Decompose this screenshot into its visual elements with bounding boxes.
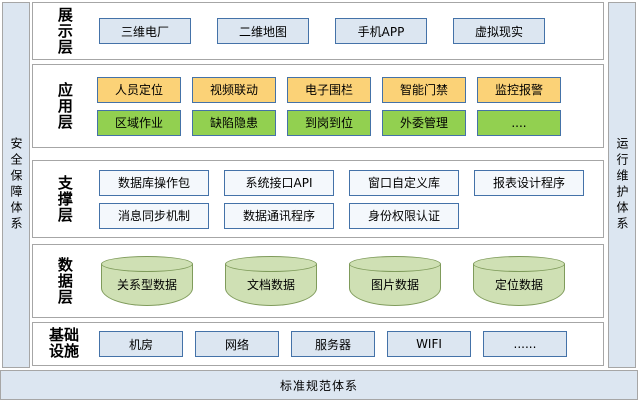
- layer-support-label: 支撑层: [55, 175, 74, 223]
- node-box[interactable]: 二维地图: [217, 18, 309, 44]
- node-row: 机房 网络 服务器 WIFI ......: [95, 331, 597, 357]
- node-box[interactable]: 三维电厂: [99, 18, 191, 44]
- layer-infrastructure-label: 基础 设施: [41, 323, 87, 365]
- layer-presentation-label: 展示层: [55, 7, 74, 55]
- left-side-band-label: 安全保障体系: [9, 137, 23, 233]
- node-box[interactable]: ......: [483, 331, 567, 357]
- node-row: 人员定位 视频联动 电子围栏 智能门禁 监控报警: [95, 76, 597, 103]
- node-row: 消息同步机制 数据通讯程序 身份权限认证: [95, 202, 597, 229]
- right-side-band: 运行维护体系: [608, 2, 636, 368]
- node-box[interactable]: 数据库操作包: [99, 169, 209, 196]
- layer-application: 应用层 人员定位 视频联动 电子围栏 智能门禁 监控报警 区域作业 缺陷隐患 到…: [32, 64, 604, 148]
- node-row: 数据库操作包 系统接口API 窗口自定义库 报表设计程序: [95, 169, 597, 196]
- node-box[interactable]: 监控报警: [477, 76, 561, 103]
- cylinder-label: 关系型数据: [116, 278, 177, 292]
- node-box[interactable]: 服务器: [291, 331, 375, 357]
- layer-application-label: 应用层: [55, 82, 74, 130]
- layer-data-label: 数据层: [55, 257, 74, 305]
- node-box[interactable]: 到岗到位: [287, 109, 371, 136]
- cylinder-top: [101, 256, 193, 272]
- node-row: 三维电厂 二维地图 手机APP 虚拟现实: [95, 18, 597, 44]
- layer-presentation: 展示层 三维电厂 二维地图 手机APP 虚拟现实: [32, 2, 604, 60]
- cylinder-top: [473, 256, 565, 272]
- data-cylinder[interactable]: 文档数据: [225, 256, 317, 306]
- node-box[interactable]: 身份权限认证: [349, 202, 459, 229]
- node-box[interactable]: 数据通讯程序: [224, 202, 334, 229]
- bottom-band-label: 标准规范体系: [279, 378, 358, 393]
- cylinder-label: 文档数据: [246, 278, 295, 292]
- bottom-band: 标准规范体系: [0, 370, 638, 400]
- left-side-band: 安全保障体系: [2, 2, 30, 368]
- layer-data-body: 关系型数据 文档数据 图片数据 定位数据: [95, 245, 597, 317]
- node-box[interactable]: 缺陷隐患: [192, 109, 276, 136]
- layer-infrastructure-label-line1: 基础: [48, 326, 79, 345]
- data-cylinder[interactable]: 图片数据: [349, 256, 441, 306]
- data-cylinder[interactable]: 定位数据: [473, 256, 565, 306]
- node-row: 关系型数据 文档数据 图片数据 定位数据: [95, 256, 597, 306]
- node-box[interactable]: 消息同步机制: [99, 202, 209, 229]
- layer-infrastructure-label-line2: 设施: [48, 342, 79, 360]
- node-box[interactable]: 系统接口API: [224, 169, 334, 196]
- data-cylinder[interactable]: 关系型数据: [101, 256, 193, 306]
- layer-support: 支撑层 数据库操作包 系统接口API 窗口自定义库 报表设计程序 消息同步机制 …: [32, 160, 604, 238]
- node-box[interactable]: 电子围栏: [287, 76, 371, 103]
- node-box[interactable]: 网络: [195, 331, 279, 357]
- layer-support-body: 数据库操作包 系统接口API 窗口自定义库 报表设计程序 消息同步机制 数据通讯…: [95, 161, 597, 237]
- node-box[interactable]: 手机APP: [335, 18, 427, 44]
- layer-application-body: 人员定位 视频联动 电子围栏 智能门禁 监控报警 区域作业 缺陷隐患 到岗到位 …: [95, 65, 597, 147]
- node-box[interactable]: 窗口自定义库: [349, 169, 459, 196]
- cylinder-label: 定位数据: [494, 278, 543, 292]
- node-box[interactable]: 报表设计程序: [474, 169, 584, 196]
- layer-presentation-body: 三维电厂 二维地图 手机APP 虚拟现实: [95, 3, 597, 59]
- node-box[interactable]: 区域作业: [97, 109, 181, 136]
- node-box[interactable]: WIFI: [387, 331, 471, 357]
- node-box[interactable]: 机房: [99, 331, 183, 357]
- layer-infrastructure-body: 机房 网络 服务器 WIFI ......: [95, 323, 597, 365]
- node-box[interactable]: 人员定位: [97, 76, 181, 103]
- right-side-band-label: 运行维护体系: [615, 137, 629, 233]
- cylinder-label: 图片数据: [370, 278, 419, 292]
- cylinder-top: [225, 256, 317, 272]
- node-box[interactable]: 外委管理: [382, 109, 466, 136]
- cylinder-top: [349, 256, 441, 272]
- layer-infrastructure: 基础 设施 机房 网络 服务器 WIFI ......: [32, 322, 604, 366]
- node-box[interactable]: 智能门禁: [382, 76, 466, 103]
- node-box[interactable]: 视频联动: [192, 76, 276, 103]
- node-box[interactable]: ....: [477, 109, 561, 136]
- layer-data: 数据层 关系型数据 文档数据 图片数据: [32, 244, 604, 318]
- node-row: 区域作业 缺陷隐患 到岗到位 外委管理 ....: [95, 109, 597, 136]
- node-box[interactable]: 虚拟现实: [453, 18, 545, 44]
